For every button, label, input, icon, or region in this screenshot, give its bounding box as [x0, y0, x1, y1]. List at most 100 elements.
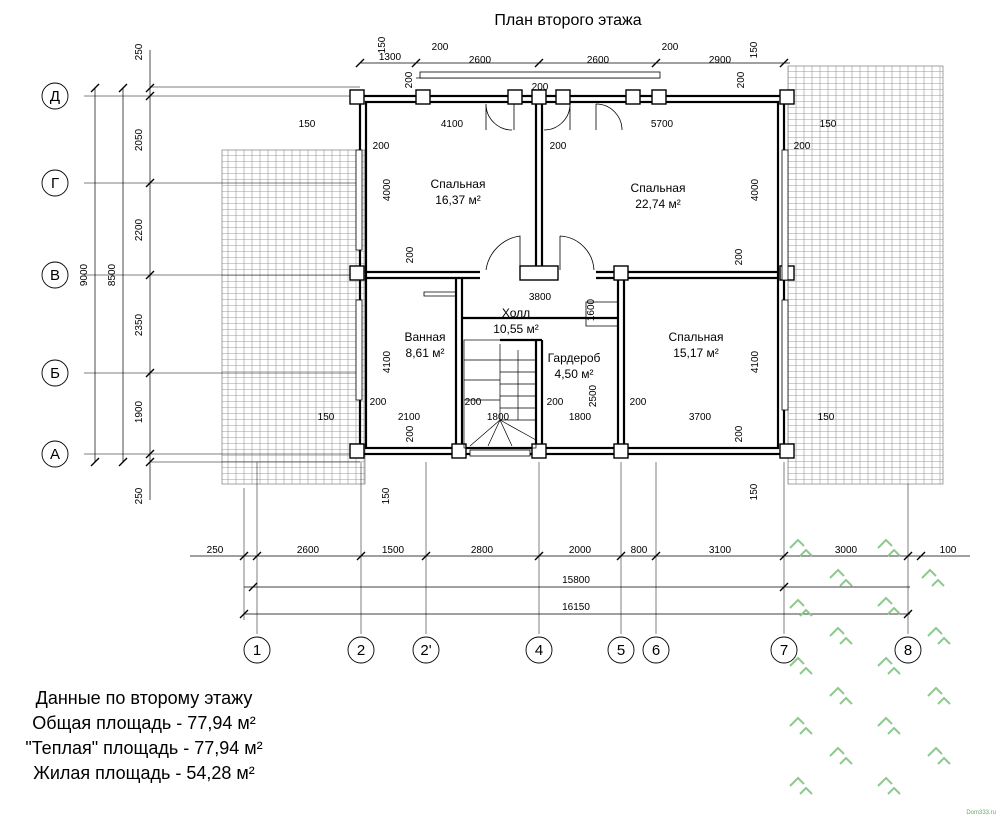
dim-inner-200-a: 200: [373, 141, 390, 152]
left-dimension-labels: 250 2050 2200 2350 1900 250 9000 8500: [79, 43, 145, 504]
right-terrace: [787, 65, 944, 485]
dim-inner-3800: 3800: [529, 292, 552, 303]
dim-inner-200-c: 200: [794, 141, 811, 152]
axis-letter-markers: [41, 82, 69, 468]
dim-inner-4100-top: 4100: [441, 119, 464, 130]
dim-inner-200-j: 200: [405, 425, 416, 442]
bottom-dimension-labels: 250 2600 1500 2800 2000 800 3100 3000 10…: [207, 545, 957, 613]
axis-label-d: Д: [50, 88, 60, 105]
summary-living-area: Жилая площадь - 54,28 м²: [33, 763, 255, 783]
axis-label-5: 5: [617, 642, 625, 659]
room-area-bathroom: 8,61 м²: [406, 346, 445, 360]
top-dimension-labels: 1300 200 2600 2600 200 2900 150 150 200 …: [377, 36, 760, 93]
axis-label-b: Б: [50, 365, 60, 382]
dim-inner-2100: 2100: [398, 412, 421, 423]
floor-summary: Данные по второму этажу Общая площадь - …: [24, 686, 264, 786]
staircase: [463, 339, 537, 449]
dim-inner-150-bot-r: 150: [749, 483, 760, 500]
room-name-hall: Холл: [502, 306, 530, 320]
dim-inner-4100-r: 4100: [750, 350, 761, 373]
axis-number-labels: 1 2 2' 4 5 6 7 8: [253, 642, 912, 659]
doors: [423, 103, 623, 327]
dim-inner-4100-l: 4100: [382, 350, 393, 373]
dim-inner-150-bot-l: 150: [381, 487, 392, 504]
dim-inner-1800-a: 1800: [487, 412, 510, 423]
dim-inner-200-i: 200: [630, 397, 647, 408]
dim-left-2050: 2050: [134, 128, 145, 151]
dim-inner-200-d: 200: [405, 246, 416, 263]
dim-inner-2500: 2500: [588, 384, 599, 407]
room-area-bedroom-3: 15,17 м²: [673, 346, 719, 360]
dim-bottom-1500: 1500: [382, 545, 405, 556]
dim-left-2350: 2350: [134, 313, 145, 336]
dim-left-8500: 8500: [107, 263, 118, 286]
room-name-bedroom-3: Спальная: [669, 330, 724, 344]
axis-lines: [84, 86, 909, 634]
room-name-bathroom: Ванная: [404, 330, 445, 344]
axis-label-a: А: [50, 446, 60, 463]
page-title: План второго этажа: [494, 12, 641, 29]
dim-bottom-2600: 2600: [297, 545, 320, 556]
dim-total-inner: 15800: [562, 575, 590, 586]
dim-inner-4000-r: 4000: [750, 178, 761, 201]
dim-bottom-100: 100: [940, 545, 957, 556]
room-name-wardrobe: Гардероб: [548, 351, 601, 365]
dim-inner-5700: 5700: [651, 119, 674, 130]
axis-label-1: 1: [253, 642, 261, 659]
dim-top-200a: 200: [432, 42, 449, 53]
dim-left-250b: 250: [134, 487, 145, 504]
dim-inner-3700: 3700: [689, 412, 712, 423]
axis-number-markers: [243, 636, 922, 664]
axis-label-v: В: [50, 267, 60, 284]
axis-label-4: 4: [535, 642, 543, 659]
axis-label-2p: 2': [420, 642, 431, 659]
dim-top-200b: 200: [662, 42, 679, 53]
dim-inner-150-tl: 150: [299, 119, 316, 130]
axis-label-g: Г: [51, 175, 59, 192]
dim-left-1900: 1900: [134, 400, 145, 423]
dim-top-150b: 150: [749, 41, 760, 58]
log-ends: [349, 89, 795, 459]
room-name-bedroom-2: Спальная: [631, 181, 686, 195]
dim-top-small-1: 200: [404, 71, 415, 88]
left-terrace: [221, 149, 366, 485]
dim-inner-150-tr: 150: [820, 119, 837, 130]
dim-inner-200-k: 200: [734, 425, 745, 442]
dim-bottom-800: 800: [631, 545, 648, 556]
dim-bottom-2000: 2000: [569, 545, 592, 556]
dim-top-150a: 150: [377, 36, 388, 53]
dim-top-1300: 1300: [379, 52, 402, 63]
room-area-bedroom-1: 16,37 м²: [435, 193, 481, 207]
dim-left-250a: 250: [134, 43, 145, 60]
dim-left-2200: 2200: [134, 218, 145, 241]
dim-inner-1800-b: 1800: [569, 412, 592, 423]
dim-top-2900: 2900: [709, 55, 732, 66]
dim-inner-4000-l: 4000: [382, 178, 393, 201]
room-area-bedroom-2: 22,74 м²: [635, 197, 681, 211]
dim-inner-150-br: 150: [818, 412, 835, 423]
dim-top-small-3: 200: [532, 82, 549, 93]
dim-top-2600b: 2600: [587, 55, 610, 66]
dim-bottom-2800: 2800: [471, 545, 494, 556]
dim-inner-200-b: 200: [550, 141, 567, 152]
dim-top-small-2: 200: [736, 71, 747, 88]
axis-letter-labels: Д Г В Б А: [50, 88, 60, 463]
room-labels: Спальная 16,37 м² Спальная 22,74 м² Холл…: [404, 177, 723, 381]
room-area-wardrobe: 4,50 м²: [555, 367, 594, 381]
dim-inner-200-f: 200: [370, 397, 387, 408]
axis-label-2: 2: [357, 642, 365, 659]
room-name-bedroom-1: Спальная: [431, 177, 486, 191]
dim-bottom-250: 250: [207, 545, 224, 556]
dim-left-9000: 9000: [79, 263, 90, 286]
dimension-ticks: [90, 58, 926, 619]
inner-dimension-labels: 4100 5700 150 150 200 200 200 4000 4000 …: [299, 119, 837, 504]
summary-heading: Данные по второму этажу: [35, 688, 253, 708]
axis-label-6: 6: [652, 642, 660, 659]
dim-inner-150-bl: 150: [318, 412, 335, 423]
watermark-logos: [789, 538, 951, 795]
walls: [358, 94, 786, 456]
dim-top-2600a: 2600: [469, 55, 492, 66]
summary-warm-area: "Теплая" площадь - 77,94 м²: [25, 738, 263, 758]
summary-total-area: Общая площадь - 77,94 м²: [32, 713, 256, 733]
